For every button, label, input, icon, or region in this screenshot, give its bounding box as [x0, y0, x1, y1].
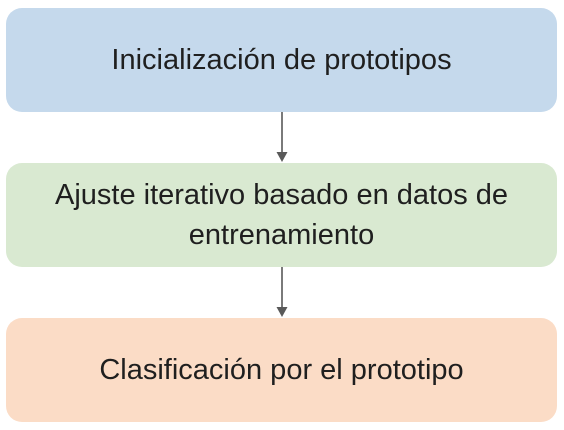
step-label-iterative-adjustment: Ajuste iterativo basado en datos de entr… — [54, 179, 509, 251]
flow-arrow-2 — [276, 267, 288, 317]
step-box-initialization: Inicialización de prototipos — [6, 8, 557, 112]
flow-arrow-1 — [276, 112, 288, 162]
step-box-classification: Clasificación por el prototipo — [6, 318, 557, 422]
step-box-iterative-adjustment: Ajuste iterativo basado en datos de entr… — [6, 163, 557, 267]
step-label-initialization: Inicialización de prototipos — [111, 44, 452, 76]
step-label-classification: Clasificación por el prototipo — [99, 354, 464, 386]
